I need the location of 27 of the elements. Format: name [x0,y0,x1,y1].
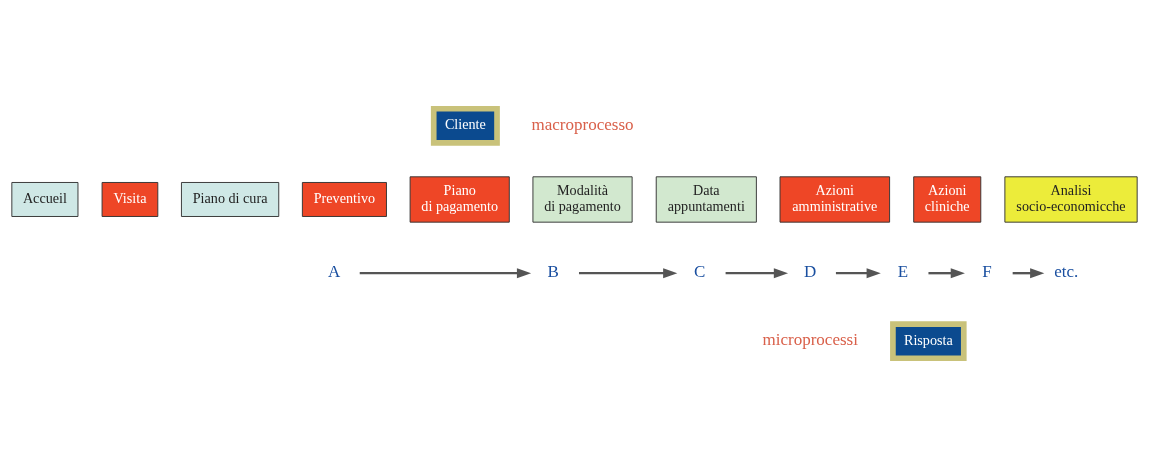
node-box: Piano di pagamento [409,176,510,223]
label: microprocessi [762,330,858,350]
arrow [725,268,789,279]
node-text: A [327,262,341,282]
node-box: Azioni amministrative [779,176,891,223]
node-box: Visita [101,182,159,217]
node-text: E [897,262,909,282]
arrow [359,268,532,279]
node-text: etc. [1054,262,1079,282]
arrow [928,268,965,279]
node-box: Preventivo [301,182,387,217]
node-text: B [547,262,559,282]
node-box: Analisi socio-economicche [1004,176,1138,223]
node-box: Azioni cliniche [913,176,982,223]
node-box: Piano di cura [180,182,280,217]
arrow [579,268,678,279]
label: macroprocesso [531,114,634,134]
node-text: C [694,262,706,282]
arrow [1012,268,1045,279]
node-text: F [982,262,992,282]
node-box: Modalità di pagamento [532,176,633,223]
node-box: Accueil [11,182,79,217]
node-box: Data appuntamenti [655,176,757,223]
node-text: D [804,262,817,282]
arrow [835,268,881,279]
node-box: Risposta [890,321,967,362]
node-box: Cliente [430,105,500,146]
